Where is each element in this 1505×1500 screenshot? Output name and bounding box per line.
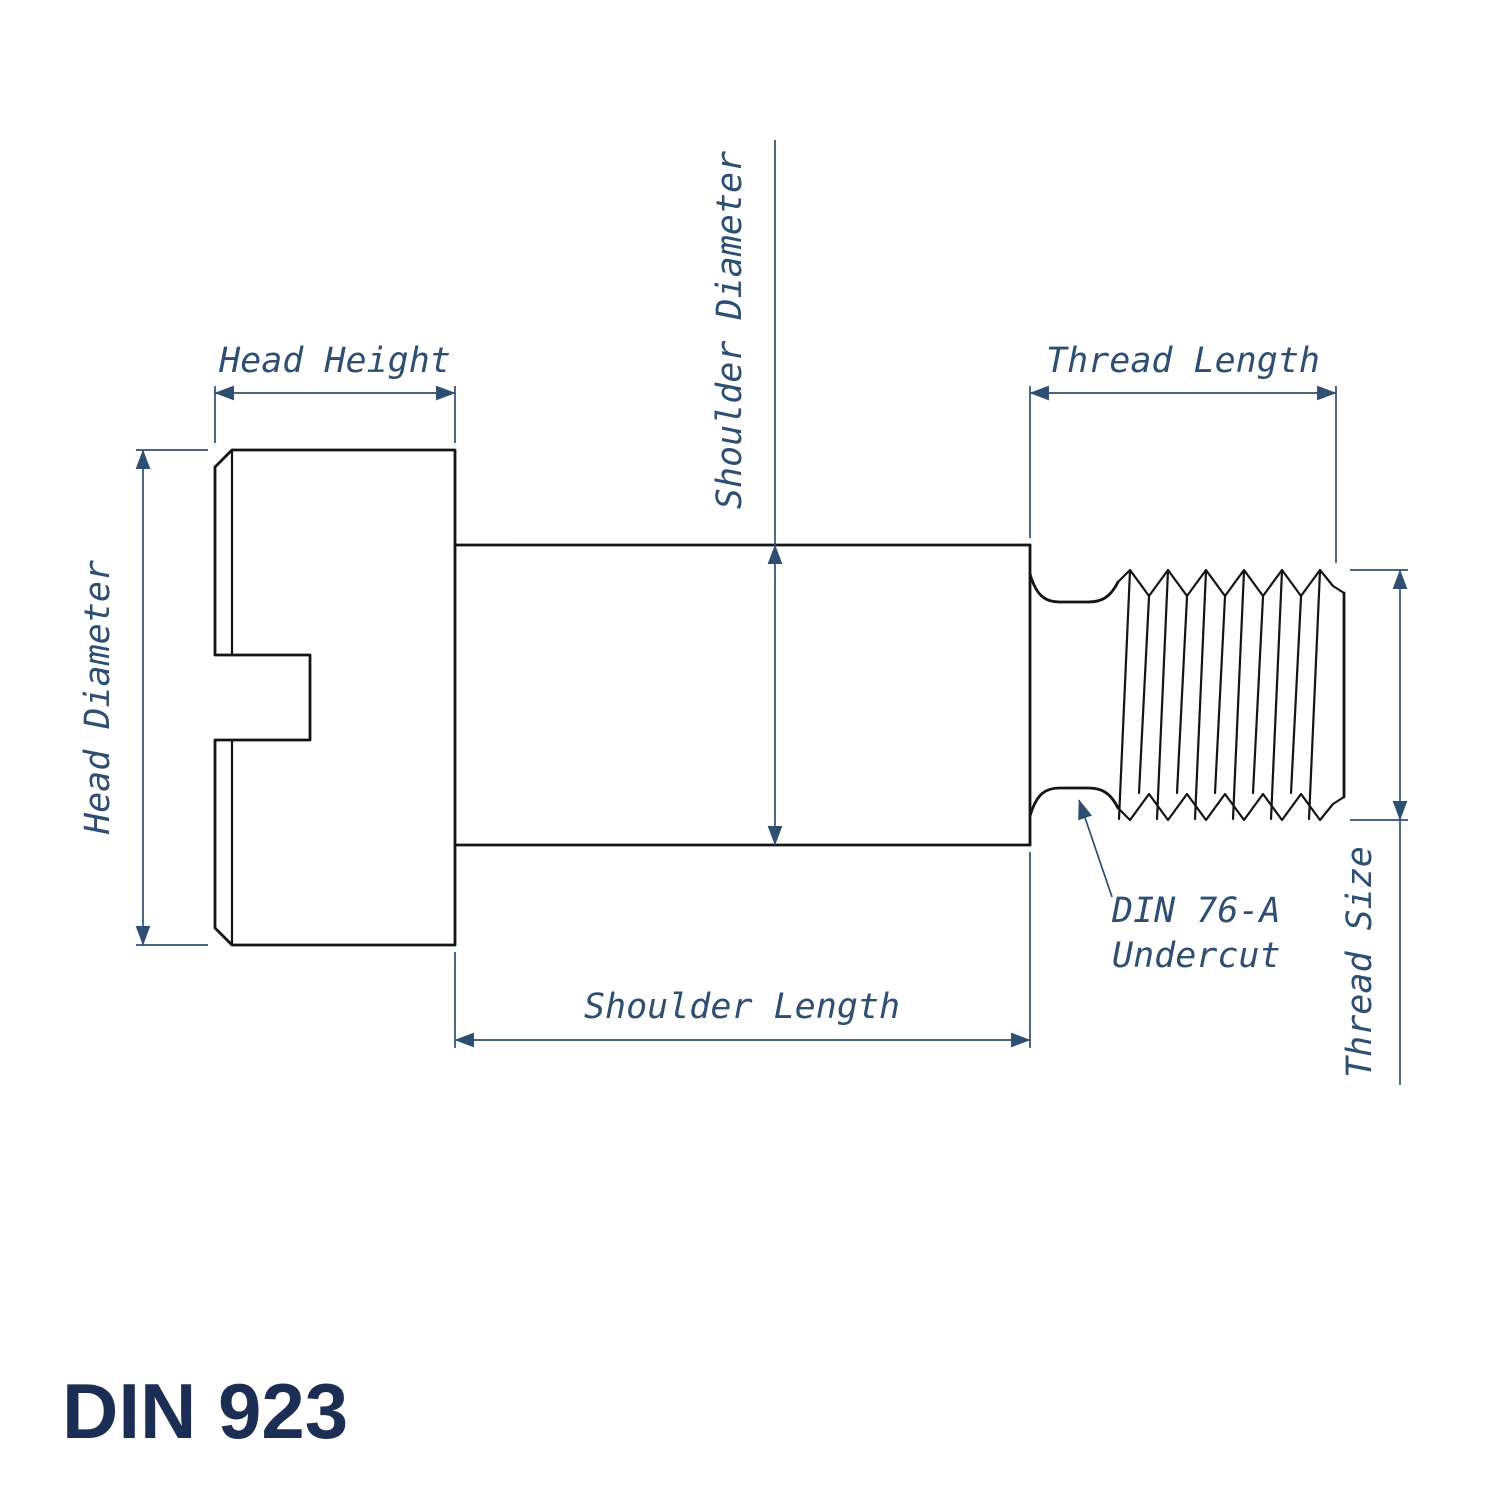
drawing-title: DIN 923 (62, 1367, 348, 1455)
label-shoulder-length: Shoulder Length (584, 987, 900, 1027)
thread-helix-crest-lines (1117, 569, 1322, 821)
label-head-diameter: Head Diameter (78, 560, 118, 835)
label-shoulder-diameter: Shoulder Diameter (710, 151, 750, 509)
label-head-height: Head Height (218, 341, 451, 381)
label-thread-size: Thread Size (1340, 846, 1380, 1078)
thread-profile-top (1116, 568, 1346, 598)
undercut-neck-top (1028, 572, 1120, 604)
leader-line (1078, 799, 1113, 898)
thread-helix-root-lines (1137, 595, 1303, 795)
dimension-shoulder-diameter: Shoulder Diameter (710, 140, 783, 846)
dimension-head-height: Head Height (214, 341, 456, 443)
undercut-neck-bottom (1028, 786, 1120, 818)
screw-head-outline (213, 448, 457, 947)
dimension-thread-length: Thread Length (1029, 341, 1337, 563)
screw-outline (213, 448, 1346, 947)
callout-undercut: DIN 76-A Undercut (1078, 799, 1281, 976)
dimension-thread-size: Thread Size (1340, 569, 1408, 1085)
label-undercut-line2: Undercut (1112, 936, 1281, 976)
label-thread-length: Thread Length (1046, 341, 1320, 381)
dimension-shoulder-length: Shoulder Length (454, 852, 1031, 1048)
dimension-head-diameter: Head Diameter (78, 449, 208, 946)
label-undercut-line1: DIN 76-A (1111, 891, 1281, 931)
